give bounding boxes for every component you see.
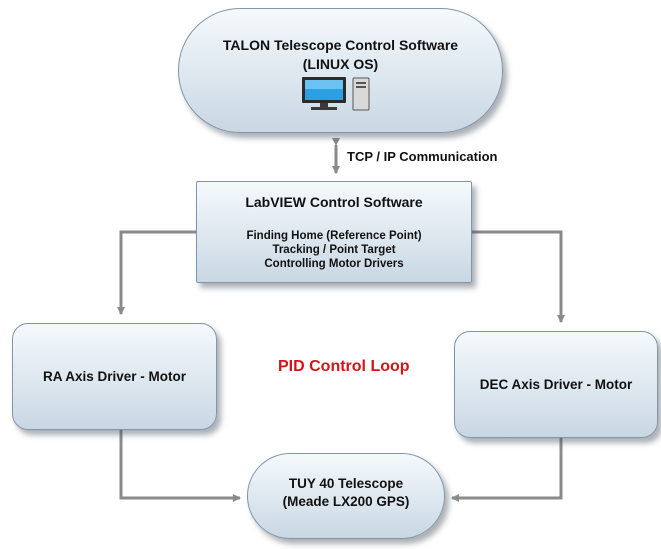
labview-task: Controlling Motor Drivers: [264, 258, 404, 270]
ra-label: RA Axis Driver - Motor: [42, 369, 187, 384]
tuy-model: (Meade LX200 GPS): [282, 494, 410, 509]
node-labview-software: LabVIEW Control Software Finding Home (R…: [196, 181, 472, 283]
arrow-ra-tuy: [119, 430, 241, 502]
labview-task: Tracking / Point Target: [272, 244, 396, 256]
labview-title: LabVIEW Control Software: [245, 194, 423, 210]
pid-control-loop-label: PID Control Loop: [278, 358, 410, 375]
tuy-title: TUY 40 Telescope: [288, 476, 404, 491]
node-dec-axis-driver: DEC Axis Driver - Motor: [454, 331, 658, 438]
arrow-labview-ra: [117, 230, 196, 315]
node-talon-software: TALON Telescope Control Software (LINUX …: [178, 8, 503, 133]
arrow-dec-tuy: [451, 438, 563, 502]
desktop-computer-icon: [302, 77, 370, 111]
labview-task-list: Finding Home (Reference Point) Tracking …: [197, 229, 471, 271]
dec-label: DEC Axis Driver - Motor: [479, 377, 633, 392]
tcp-ip-label: TCP / IP Communication: [347, 149, 498, 164]
labview-task: Finding Home (Reference Point): [246, 230, 422, 242]
node-tuy-telescope: TUY 40 Telescope (Meade LX200 GPS): [247, 453, 445, 539]
node-ra-axis-driver: RA Axis Driver - Motor: [12, 323, 217, 430]
talon-os: (LINUX OS): [302, 56, 379, 72]
arrow-labview-dec: [472, 230, 565, 323]
talon-title: TALON Telescope Control Software: [222, 37, 459, 53]
